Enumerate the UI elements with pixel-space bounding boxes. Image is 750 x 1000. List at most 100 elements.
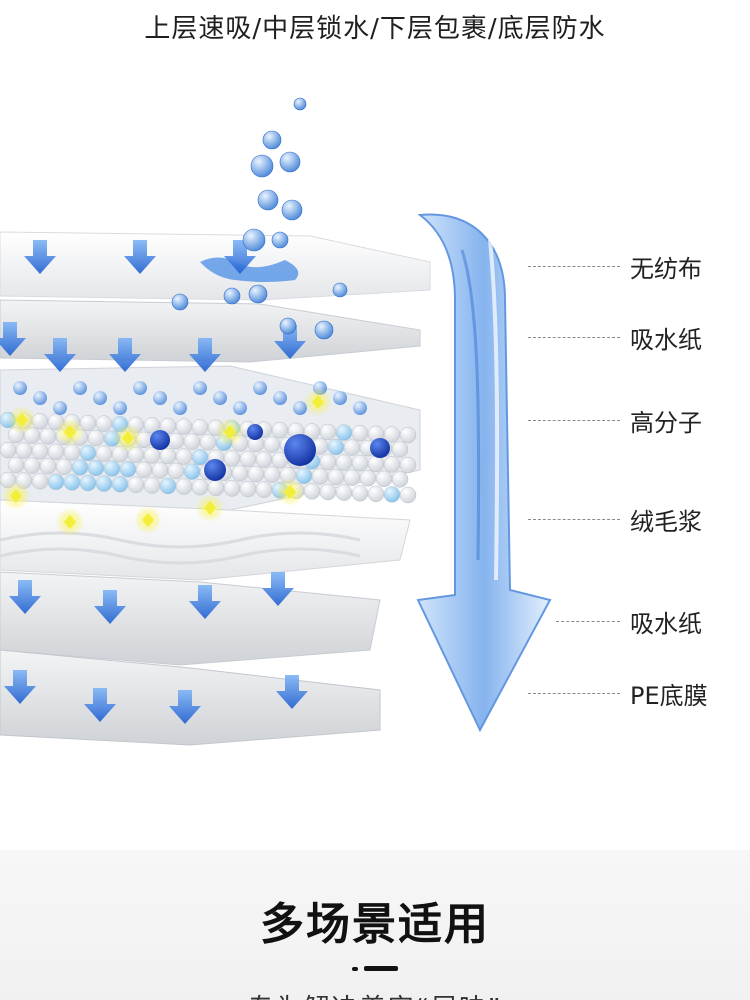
absorbed-droplet (93, 391, 107, 405)
down-arrow-icon (189, 338, 221, 372)
polymer-bead (167, 432, 185, 450)
polymer-bead (87, 429, 105, 447)
water-drop (281, 199, 303, 221)
polymer-bead (7, 456, 25, 474)
divider-bar (364, 966, 398, 971)
absorbed-droplet (353, 401, 367, 415)
polymer-bead (159, 447, 177, 465)
glow-diamond (64, 425, 76, 439)
falling-water-drops (171, 97, 348, 340)
polymer-bead (127, 476, 145, 494)
water-drop (293, 97, 307, 111)
polymer-bead (47, 473, 65, 491)
water-drop (271, 231, 289, 249)
polymer-bead (95, 475, 113, 492)
polymer-bead (271, 421, 289, 439)
water-drop (279, 151, 301, 173)
water-drop (314, 320, 334, 340)
polymer-bead (95, 415, 113, 432)
polymer-bead (231, 465, 249, 482)
polymer-bead (119, 460, 137, 478)
saturated-bead (204, 459, 226, 481)
polymer-bead (335, 454, 353, 471)
polymer-bead (175, 448, 193, 465)
down-arrow-icon (262, 572, 294, 606)
absorbed-droplet (233, 401, 247, 415)
polymer-bead (207, 479, 225, 497)
polymer-bead (159, 477, 177, 495)
polymer-bead (303, 483, 321, 500)
glow-diamond (10, 489, 22, 503)
absorbed-droplet (53, 401, 67, 415)
absorbed-droplet (73, 381, 87, 395)
polymer-bead (223, 450, 241, 467)
polymer-bead (359, 469, 377, 487)
water-drop (223, 287, 241, 305)
polymer-bead (399, 486, 417, 504)
section-subtitle: 专为解决养宠“尿味” (0, 988, 750, 1000)
polymer-bead (0, 441, 17, 459)
water-drop (248, 284, 268, 304)
section-title: 多场景适用 (260, 899, 490, 950)
polymer-bead (263, 466, 281, 483)
headline: 上层速吸/中层锁水/下层包裹/底层防水 (144, 14, 606, 44)
polymer-bead (143, 447, 161, 464)
down-arrow-icon (276, 675, 308, 709)
saturated-bead (370, 438, 390, 458)
polymer-bead (327, 468, 345, 486)
layer-absorbent-paper-top (0, 299, 421, 363)
polymer-bead (351, 484, 369, 502)
polymer-bead (39, 457, 57, 475)
polymer-bead (79, 444, 97, 462)
polymer-bead (263, 436, 281, 453)
down-arrow-icon (9, 580, 41, 614)
down-arrow-icon (124, 240, 156, 274)
absorbed-droplet (133, 381, 147, 395)
polymer-bead (335, 484, 353, 501)
polymer-bead (383, 486, 401, 503)
polymer-bead (311, 468, 329, 485)
polymer-bead (111, 475, 129, 493)
glow-diamond (224, 425, 236, 439)
divider-dot (352, 967, 358, 971)
polymer-bead (351, 424, 369, 442)
down-arrow-icon (94, 590, 126, 624)
polymer-bead (191, 478, 209, 496)
polymer-bead (351, 454, 369, 472)
polymer-bead (319, 453, 337, 471)
absorbed-droplet (293, 401, 307, 415)
polymer-bead (167, 462, 185, 480)
down-arrow-icon (4, 670, 36, 704)
polymer-bead (367, 455, 385, 473)
down-arrow-icon (0, 322, 26, 356)
polymer-bead (399, 426, 417, 444)
polymer-bead (383, 456, 401, 473)
polymer-bead (399, 456, 417, 474)
absorbed-droplet (33, 391, 47, 405)
polymer-bead (391, 441, 409, 458)
polymer-bead (335, 424, 353, 441)
polymer-bead (151, 462, 169, 479)
polymer-bead (183, 463, 201, 480)
polymer-bead (343, 439, 361, 456)
glow-markers (2, 388, 332, 536)
polymer-bead (327, 438, 345, 456)
polymer-bead (31, 442, 49, 460)
polymer-bead (95, 445, 113, 462)
saturated-bead (247, 424, 263, 440)
polymer-bead (191, 448, 209, 466)
water-drop (332, 282, 348, 298)
layer-absorbent-paper-bottom (0, 571, 381, 666)
polymer-bead (247, 465, 265, 483)
polymer-bead (55, 458, 73, 476)
absorbed-droplet (213, 391, 227, 405)
polymer-bead (143, 477, 161, 494)
polymer-bead (191, 418, 209, 436)
polymer-bead (255, 451, 273, 468)
polymer-bead (23, 457, 41, 474)
water-drop (171, 293, 189, 311)
down-arrow-icon (24, 240, 56, 274)
absorbed-droplet (193, 381, 207, 395)
down-arrow-icon (44, 338, 76, 372)
polymer-bead (79, 474, 97, 492)
